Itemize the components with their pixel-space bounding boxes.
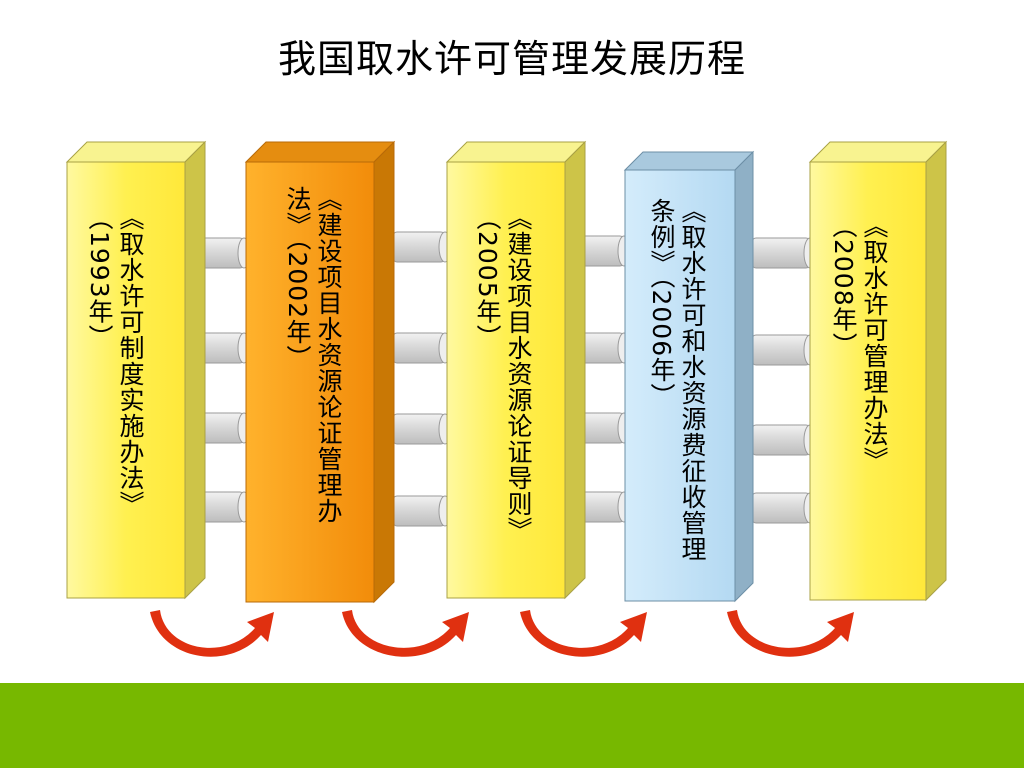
connector-4-5 <box>751 237 817 524</box>
stage-label-2008: 《取水许可管理办法》（2008年） <box>829 213 889 473</box>
page-title: 我国取水许可管理发展历程 <box>277 37 746 81</box>
stage-label-2005: 《建设项目水资源论证导则》（2005年） <box>473 205 533 543</box>
stage-pillar-2005 <box>445 140 587 600</box>
connector-2-3 <box>392 231 452 527</box>
stage-pillar-1993 <box>65 140 207 600</box>
arrow-2-icon <box>342 610 469 657</box>
arrow-3-icon <box>520 610 647 657</box>
arrow-4-icon <box>727 610 854 657</box>
stage-pillar-2008 <box>808 140 948 602</box>
stage-label-2002: 《建设项目水资源论证管理办法》（2002年） <box>283 186 343 524</box>
stage-label-2006: 《取水许可和水资源费征收管理条例》（2006年） <box>647 198 707 562</box>
stage-label-1993: 《取水许可制度实施办法》（1993年） <box>85 205 145 517</box>
curved-arrows <box>150 610 854 657</box>
footer-bar <box>0 683 1024 768</box>
stage-pillar-2006 <box>623 150 755 603</box>
stage-pillar-2002 <box>244 140 396 604</box>
arrow-1-icon <box>150 610 274 657</box>
